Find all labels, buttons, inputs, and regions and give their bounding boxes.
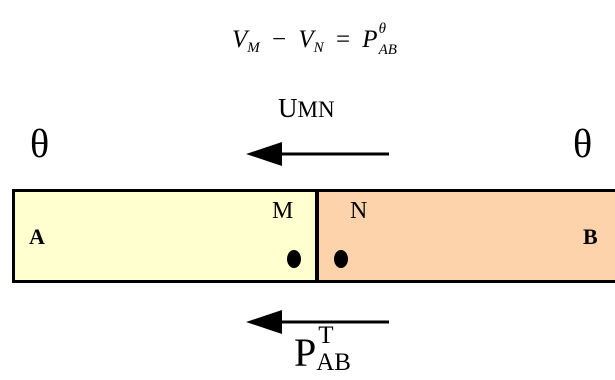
umn-subscript: MN bbox=[297, 97, 335, 122]
pt-subscript: AB bbox=[316, 349, 351, 376]
v-symbol-m: V bbox=[232, 26, 248, 53]
p-superscript-theta: θ bbox=[378, 21, 386, 37]
theta-right-label: θ bbox=[573, 121, 593, 166]
equals-operator: = bbox=[335, 26, 351, 53]
v-subscript-m: M bbox=[247, 40, 260, 56]
point-n-label: N bbox=[350, 198, 368, 224]
umn-main-symbol: U bbox=[278, 93, 298, 123]
p-subscript-ab: AB bbox=[378, 42, 397, 58]
block-a: A M bbox=[12, 189, 318, 283]
theta-left-label: θ bbox=[30, 121, 50, 166]
block-b: N B bbox=[316, 189, 615, 283]
v-subscript-n: N bbox=[313, 40, 324, 56]
point-m-label: M bbox=[272, 198, 294, 224]
p-symbol: P bbox=[362, 26, 378, 53]
pt-superscript: T bbox=[318, 322, 334, 349]
minus-operator: − bbox=[272, 26, 287, 53]
point-m-dot bbox=[287, 250, 301, 268]
left-arrow-icon bbox=[246, 142, 389, 166]
point-n-dot bbox=[334, 250, 348, 268]
block-a-label: A bbox=[29, 224, 45, 249]
left-arrow-icon bbox=[246, 310, 389, 334]
v-symbol-n: V bbox=[298, 26, 314, 53]
block-b-label: B bbox=[583, 224, 598, 249]
umn-label: UMN bbox=[278, 95, 335, 122]
pt-main-symbol: P bbox=[294, 330, 317, 375]
